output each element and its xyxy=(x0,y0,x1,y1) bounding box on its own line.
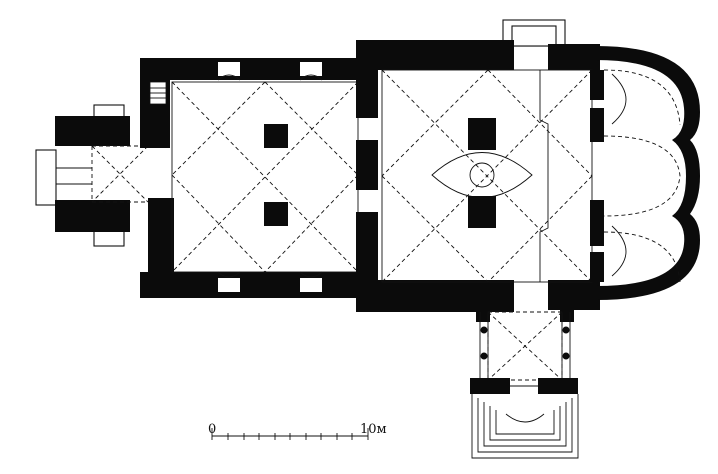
apses xyxy=(590,46,700,300)
west-porch xyxy=(35,104,149,247)
refectory-hall xyxy=(140,58,362,298)
scale-bar: 0 10м xyxy=(208,422,387,440)
south-porch xyxy=(470,306,579,459)
scale-end-label: 10м xyxy=(360,422,387,437)
naos xyxy=(356,19,600,312)
dividing-wall xyxy=(356,40,378,312)
scale-start-label: 0 xyxy=(208,422,216,437)
